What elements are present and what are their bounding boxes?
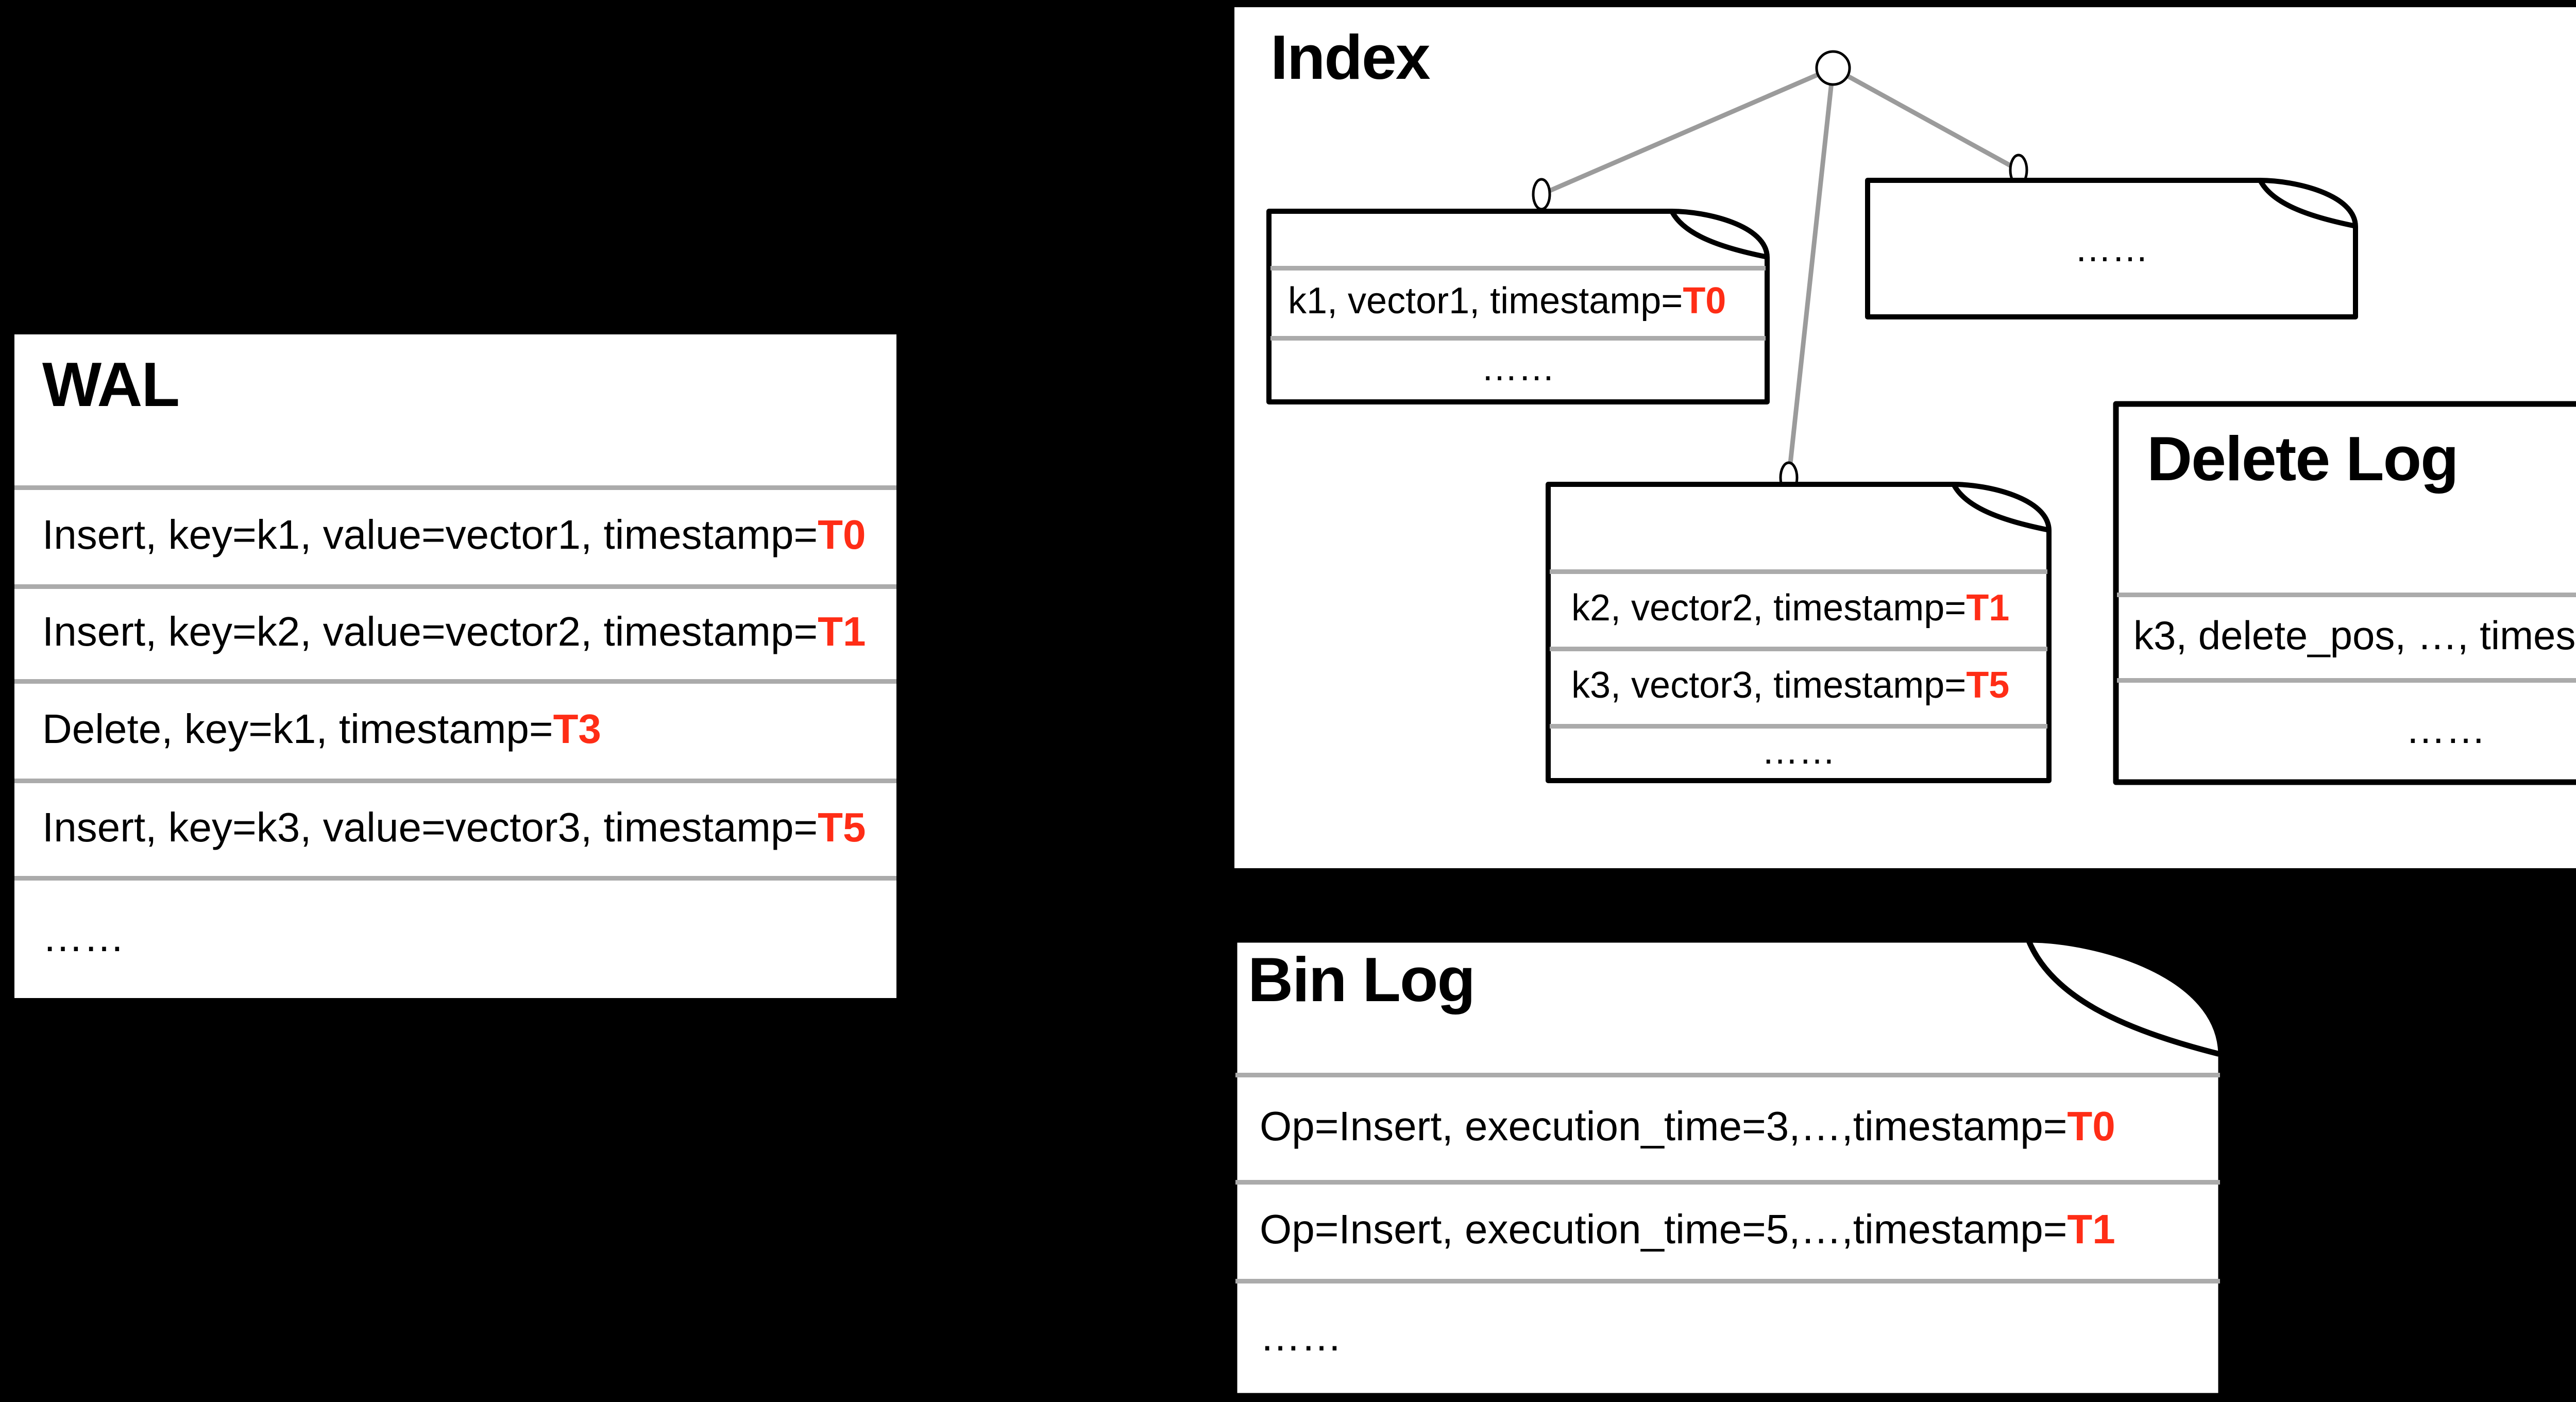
wal-row: …… — [14, 876, 896, 998]
page-fold-icon — [2025, 937, 2221, 1057]
doc-row-text: …… — [1260, 1313, 1342, 1359]
doc-row-text: k2, vector2, timestamp= — [1571, 587, 1967, 629]
page-fold-icon — [1669, 209, 1768, 259]
doc-row-text: Op=Insert, execution_time=5,…,timestamp= — [1260, 1206, 2067, 1252]
doc-row-timestamp: T5 — [1966, 665, 2010, 706]
page-fold-icon — [2258, 178, 2356, 228]
doc-row-text: …… — [2405, 706, 2486, 752]
wal-row-timestamp: T3 — [553, 705, 601, 752]
doc-separator — [2117, 678, 2576, 683]
doc-separator — [1550, 569, 2047, 574]
wal-row-timestamp: T0 — [818, 512, 866, 558]
page-fold-icon — [1951, 482, 2049, 532]
doc-row: …… — [1546, 724, 2052, 778]
index-segment-middle: k2, vector2, timestamp=T1 k3, vector3, t… — [1546, 482, 2052, 783]
delete-log-title: Delete Log — [2147, 424, 2459, 494]
doc-separator — [2117, 593, 2576, 597]
doc-row-timestamp: T0 — [2067, 1103, 2115, 1149]
wal-title: WAL — [42, 349, 180, 419]
wal-row: Insert, key=k2, value=vector2, timestamp… — [14, 584, 896, 679]
doc-separator — [1550, 724, 2047, 729]
doc-row-timestamp: T0 — [1683, 280, 1726, 322]
doc-row-text: …… — [1481, 347, 1555, 388]
doc-row-timestamp: T1 — [2067, 1206, 2115, 1252]
doc-row-text: k1, vector1, timestamp= — [1288, 280, 1683, 322]
doc-frame — [1865, 178, 2358, 319]
index-segment-right: …… — [1865, 178, 2358, 319]
doc-row-text: …… — [2074, 228, 2149, 269]
wal-separator — [14, 584, 896, 589]
doc-separator — [1235, 1279, 2220, 1283]
wal-row-text: Insert, key=k3, value=vector3, timestamp… — [42, 804, 818, 850]
doc-row: …… — [1865, 178, 2358, 319]
doc-separator — [1235, 1180, 2220, 1185]
doc-row: k1, vector1, timestamp=T0 — [1266, 266, 1770, 336]
wal-separator — [14, 876, 896, 881]
doc-separator — [1235, 1073, 2220, 1077]
doc-row-text: Op=Insert, execution_time=3,…,timestamp= — [1260, 1103, 2067, 1149]
wal-row-text: …… — [42, 914, 125, 960]
bin-log-row: Op=Insert, execution_time=5,…,timestamp=… — [1231, 1180, 2224, 1279]
delete-log-row: k3, delete_pos, …, timestamp=T3 — [2113, 593, 2576, 678]
doc-separator — [1270, 336, 1766, 341]
doc-row: …… — [1266, 336, 1770, 399]
bin-log-row: Op=Insert, execution_time=3,…,timestamp=… — [1231, 1073, 2224, 1180]
wal-row-timestamp: T5 — [818, 804, 866, 850]
doc-separator — [1550, 647, 2047, 651]
wal-row-text: Delete, key=k1, timestamp= — [42, 705, 553, 752]
wal-row: Insert, key=k3, value=vector3, timestamp… — [14, 779, 896, 876]
wal-box: WAL Insert, key=k1, value=vector1, times… — [14, 334, 896, 998]
wal-row: Delete, key=k1, timestamp=T3 — [14, 679, 896, 779]
index-title: Index — [1270, 22, 1431, 92]
wal-separator — [14, 679, 896, 684]
doc-row-text: k3, vector3, timestamp= — [1571, 665, 1967, 706]
index-segment-left: k1, vector1, timestamp=T0 …… — [1266, 209, 1770, 404]
wal-row-text: Insert, key=k2, value=vector2, timestamp… — [42, 609, 818, 654]
doc-row-text: …… — [1761, 730, 1836, 772]
wal-row-text: Insert, key=k1, value=vector1, timestamp… — [42, 512, 818, 558]
doc-row-text: k3, delete_pos, …, timestamp= — [2133, 612, 2576, 658]
doc-frame — [1546, 482, 2052, 783]
wal-separator — [14, 779, 896, 783]
doc-row: k2, vector2, timestamp=T1 — [1546, 569, 2052, 647]
doc-frame — [1266, 209, 1770, 404]
bin-log-doc: Bin Log Op=Insert, execution_time=3,…,ti… — [1231, 937, 2224, 1399]
wal-row: Insert, key=k1, value=vector1, timestamp… — [14, 485, 896, 584]
wal-separator — [14, 485, 896, 490]
delete-log-row: …… — [2113, 678, 2576, 780]
doc-separator — [1270, 266, 1766, 271]
doc-row: k3, vector3, timestamp=T5 — [1546, 647, 2052, 724]
wal-row-timestamp: T1 — [818, 609, 866, 654]
bin-log-row: …… — [1231, 1279, 2224, 1394]
bin-log-title: Bin Log — [1248, 944, 1476, 1015]
doc-row-timestamp: T1 — [1966, 587, 2010, 629]
delete-log-doc: Delete Log k3, delete_pos, …, timestamp=… — [2113, 401, 2576, 785]
